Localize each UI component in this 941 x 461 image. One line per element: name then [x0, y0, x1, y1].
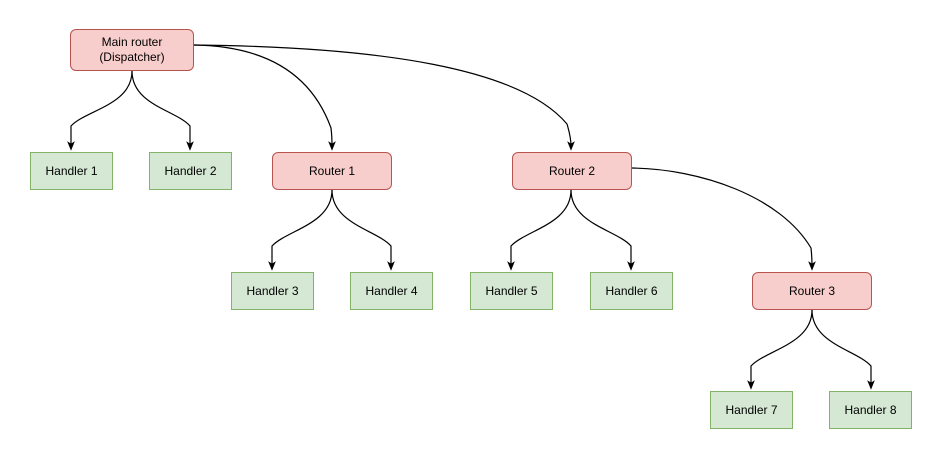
- node-handler-5[interactable]: Handler 5: [470, 272, 553, 310]
- node-handler-6[interactable]: Handler 6: [590, 272, 673, 310]
- edge-router-2-to-router-3: [631, 167, 816, 271]
- edge-group: [67, 44, 875, 390]
- node-handler-2[interactable]: Handler 2: [149, 152, 232, 190]
- node-handler-4[interactable]: Handler 4: [350, 272, 433, 310]
- node-router-3[interactable]: Router 3: [752, 272, 872, 310]
- edge-router-2-to-handler-5: [507, 189, 572, 271]
- node-label: Handler 7: [725, 402, 778, 417]
- node-handler-7[interactable]: Handler 7: [710, 391, 793, 429]
- node-label: Handler 4: [365, 283, 418, 298]
- edge-router-3-to-handler-7: [747, 309, 813, 390]
- node-label: Router 3: [788, 283, 836, 298]
- node-label: Handler 2: [164, 163, 217, 178]
- edge-main-to-handler-2: [131, 70, 194, 151]
- node-label: Handler 5: [485, 283, 538, 298]
- node-label: Main router (Dispatcher): [99, 35, 165, 64]
- edge-router-1-to-handler-4: [331, 189, 395, 271]
- node-label: Router 2: [548, 163, 596, 178]
- edge-main-to-router-2: [193, 44, 575, 151]
- edge-router-1-to-handler-3: [268, 189, 333, 271]
- edge-router-3-to-handler-8: [811, 309, 875, 390]
- node-label: Handler 3: [246, 283, 299, 298]
- node-label: Handler 1: [45, 163, 98, 178]
- edge-router-2-to-handler-6: [570, 189, 635, 271]
- edge-main-to-router-1: [193, 44, 336, 151]
- node-handler-1[interactable]: Handler 1: [30, 152, 113, 190]
- node-router-2[interactable]: Router 2: [512, 152, 632, 190]
- node-label: Handler 8: [844, 402, 897, 417]
- node-label: Handler 6: [605, 283, 658, 298]
- node-label: Router 1: [308, 163, 356, 178]
- node-main-router[interactable]: Main router (Dispatcher): [70, 29, 194, 71]
- node-handler-3[interactable]: Handler 3: [231, 272, 314, 310]
- node-router-1[interactable]: Router 1: [272, 152, 392, 190]
- edge-main-to-handler-1: [67, 70, 133, 151]
- node-handler-8[interactable]: Handler 8: [829, 391, 912, 429]
